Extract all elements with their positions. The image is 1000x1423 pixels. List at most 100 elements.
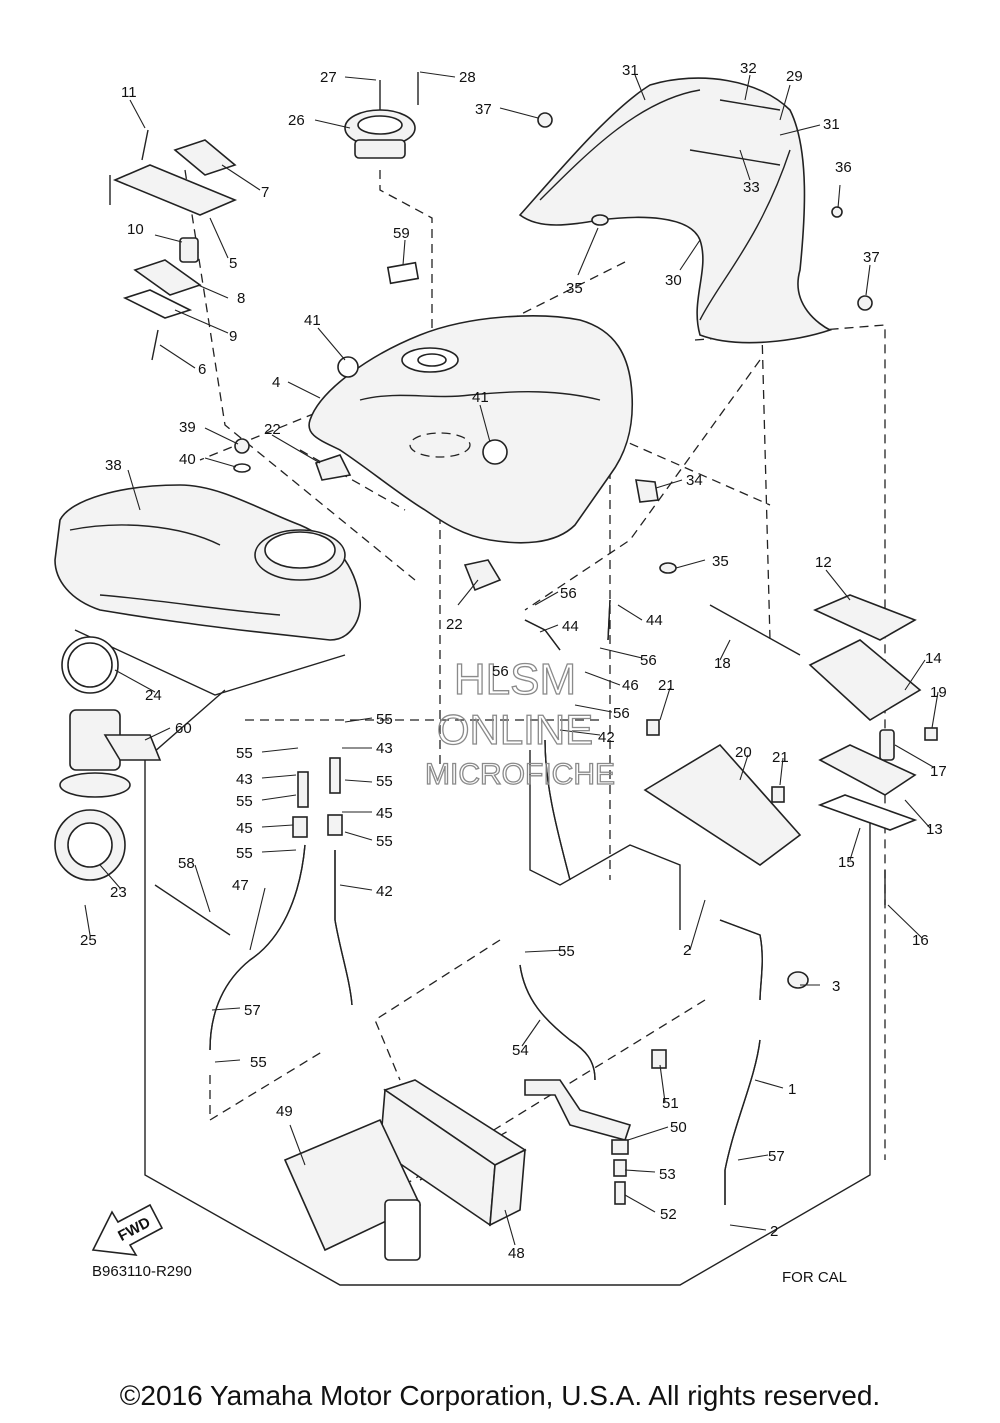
upper-bracket: [112, 129, 238, 361]
canister: [283, 1079, 527, 1261]
callout-40: 40: [179, 451, 196, 468]
leader-lines: [84, 71, 939, 1246]
callout-7: 7: [261, 184, 269, 201]
small-parts: [233, 112, 938, 989]
callout-49: 49: [276, 1103, 293, 1120]
callout-31a: 31: [622, 62, 639, 79]
callout-38: 38: [105, 457, 122, 474]
callout-47: 47: [232, 877, 249, 894]
callout-6: 6: [198, 361, 206, 378]
callout-36: 36: [835, 159, 852, 176]
watermark-line3: MICROFICHE: [425, 758, 615, 791]
watermark: HLSM ONLINE MICROFICHE: [424, 654, 615, 791]
callout-23: 23: [110, 884, 127, 901]
callout-2a: 2: [683, 942, 691, 959]
diagram-code: B963110-R290: [92, 1263, 192, 1280]
callout-12: 12: [815, 554, 832, 571]
callout-46: 46: [622, 677, 639, 694]
small-bracket: [524, 1049, 667, 1205]
callout-16: 16: [912, 932, 929, 949]
callout-25: 25: [80, 932, 97, 949]
callout-41a: 41: [304, 312, 321, 329]
callout-57b: 57: [768, 1148, 785, 1165]
region-label: FOR CAL: [782, 1269, 847, 1286]
callout-48: 48: [508, 1245, 525, 1262]
callout-45a: 45: [376, 805, 393, 822]
callout-59: 59: [393, 225, 410, 242]
callout-43b: 43: [236, 771, 253, 788]
callout-55f: 55: [236, 845, 253, 862]
callout-14: 14: [925, 650, 942, 667]
callout-24: 24: [145, 687, 162, 704]
callout-53: 53: [659, 1166, 676, 1183]
callout-3: 3: [832, 978, 840, 995]
callout-41b: 41: [472, 389, 489, 406]
callouts: 11 7 10 5 8 9 6 26 27 28 37 31 32 29 31 …: [80, 60, 947, 1286]
callout-15: 15: [838, 854, 855, 871]
copyright-notice: ©2016 Yamaha Motor Corporation, U.S.A. A…: [119, 1380, 881, 1411]
callout-29: 29: [786, 68, 803, 85]
callout-51: 51: [662, 1095, 679, 1112]
callout-35b: 35: [712, 553, 729, 570]
callout-56c: 56: [492, 663, 509, 680]
callout-19: 19: [930, 684, 947, 701]
fuel-cap: [344, 72, 419, 159]
callout-35a: 35: [566, 280, 583, 297]
callout-42b: 42: [376, 883, 393, 900]
watermark-line2: ONLINE: [437, 706, 593, 753]
callout-33: 33: [743, 179, 760, 196]
callout-21a: 21: [658, 677, 675, 694]
callout-37a: 37: [475, 101, 492, 118]
callout-56b: 56: [640, 652, 657, 669]
hoses: [154, 599, 763, 1205]
callout-11: 11: [121, 84, 137, 101]
callout-4: 4: [272, 374, 280, 391]
callout-43a: 43: [376, 740, 393, 757]
callout-56a: 56: [560, 585, 577, 602]
callout-30: 30: [665, 272, 682, 289]
callout-34: 34: [686, 472, 703, 489]
callout-10: 10: [127, 221, 144, 238]
callout-44a: 44: [562, 618, 579, 635]
callout-55b: 55: [376, 773, 393, 790]
callout-21b: 21: [772, 749, 789, 766]
callout-37b: 37: [863, 249, 880, 266]
callout-57a: 57: [244, 1002, 261, 1019]
fwd-arrow-icon: FWD: [91, 1203, 164, 1256]
callout-20: 20: [735, 744, 752, 761]
fuel-tank: [308, 315, 634, 544]
callout-9: 9: [229, 328, 237, 345]
lower-tank: [54, 484, 361, 641]
callout-55a: 55: [376, 711, 393, 728]
callout-54: 54: [512, 1042, 529, 1059]
callout-39: 39: [179, 419, 196, 436]
callout-8: 8: [237, 290, 245, 307]
callout-22b: 22: [446, 616, 463, 633]
callout-32: 32: [740, 60, 757, 77]
right-brackets: [643, 594, 922, 905]
callout-17: 17: [930, 763, 947, 780]
callout-55g: 55: [250, 1054, 267, 1071]
callout-1: 1: [788, 1081, 796, 1098]
callout-55d: 55: [236, 745, 253, 762]
callout-60: 60: [175, 720, 192, 737]
callout-56d: 56: [613, 705, 630, 722]
callout-28: 28: [459, 69, 476, 86]
callout-22a: 22: [264, 421, 281, 438]
callout-58: 58: [178, 855, 195, 872]
callout-18: 18: [714, 655, 731, 672]
callout-31b: 31: [823, 116, 840, 133]
callout-26: 26: [288, 112, 305, 129]
callout-27: 27: [320, 69, 337, 86]
rear-cowl: [518, 77, 833, 344]
watermark-line1: HLSM: [454, 655, 576, 704]
callout-42a: 42: [598, 729, 615, 746]
callout-52: 52: [660, 1206, 677, 1223]
callout-55c: 55: [376, 833, 393, 850]
callout-5: 5: [229, 255, 237, 272]
callout-44b: 44: [646, 612, 663, 629]
callout-55h: 55: [558, 943, 575, 960]
fuel-pump: [54, 636, 162, 881]
callout-13: 13: [926, 821, 943, 838]
